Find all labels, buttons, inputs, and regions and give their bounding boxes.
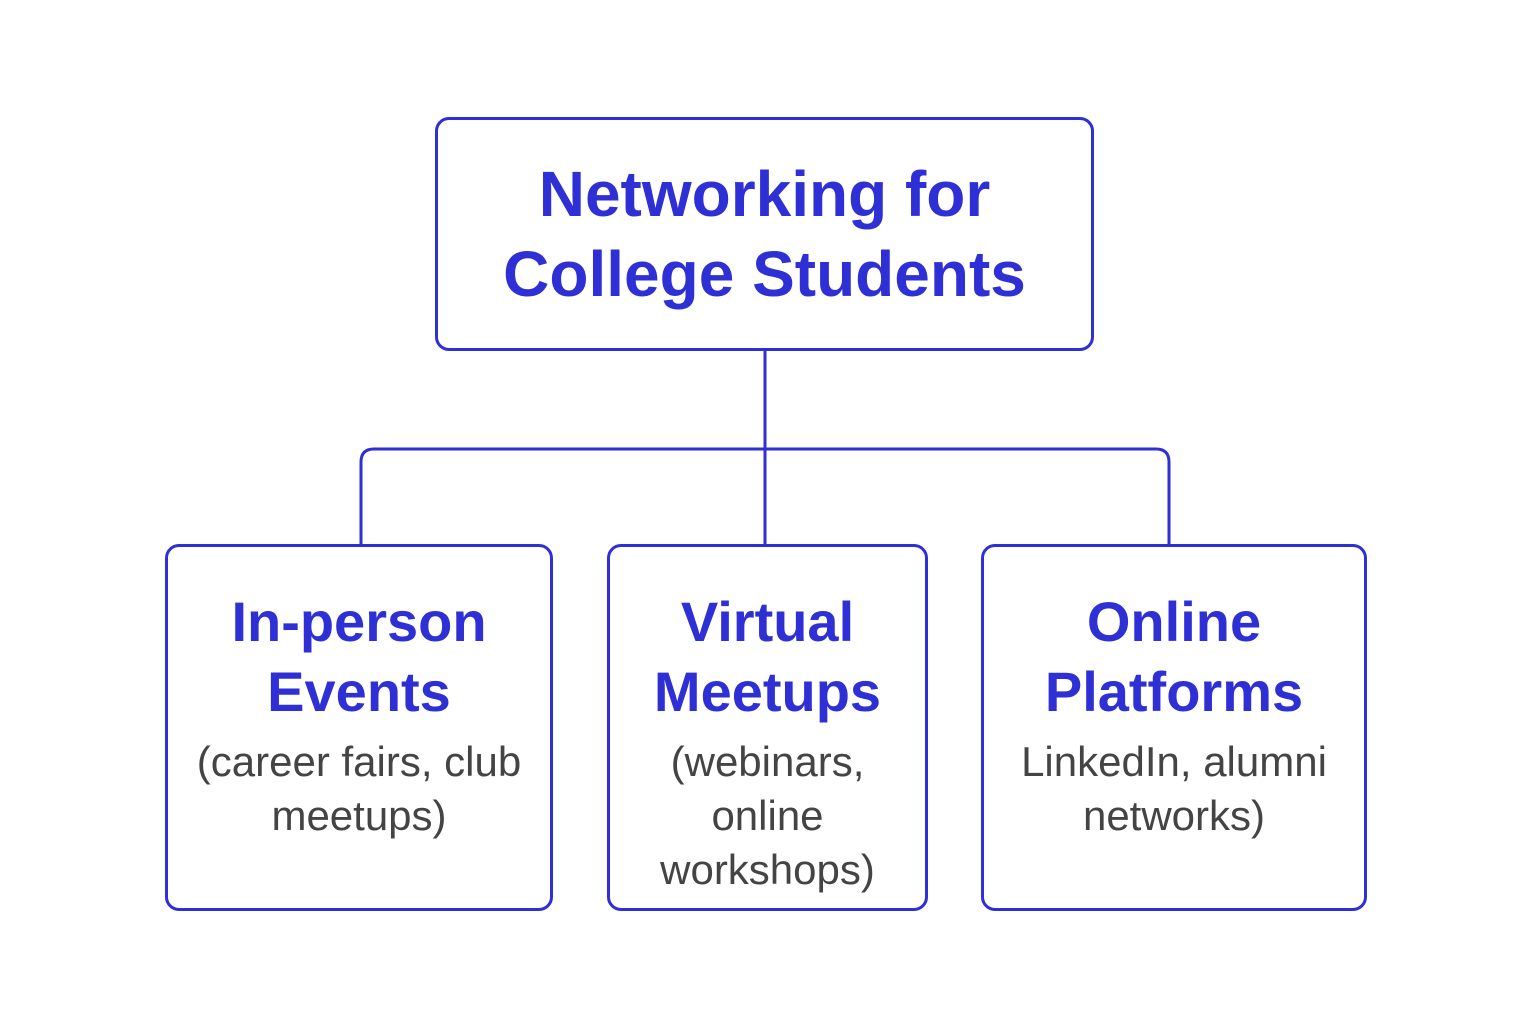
child-node-in-person-events: In-person Events (career fairs, club mee… [165,544,553,911]
child-title: In-person Events [231,590,487,723]
child-description: LinkedIn, alumni networks) [1021,738,1327,839]
child-node-virtual-meetups: Virtual Meetups (webinars, online worksh… [607,544,928,911]
child-node-online-platforms: Online Platforms LinkedIn, alumni networ… [981,544,1367,911]
child-title: Virtual Meetups [653,590,882,723]
root-node: Networking for College Students [435,117,1094,351]
child-title: Online Platforms [1044,590,1304,723]
connector-branch-bar [359,447,1171,544]
child-description: (career fairs, club meetups) [196,738,522,839]
child-description: (webinars, online workshops) [660,738,875,893]
root-title: Networking for College Students [503,158,1026,310]
